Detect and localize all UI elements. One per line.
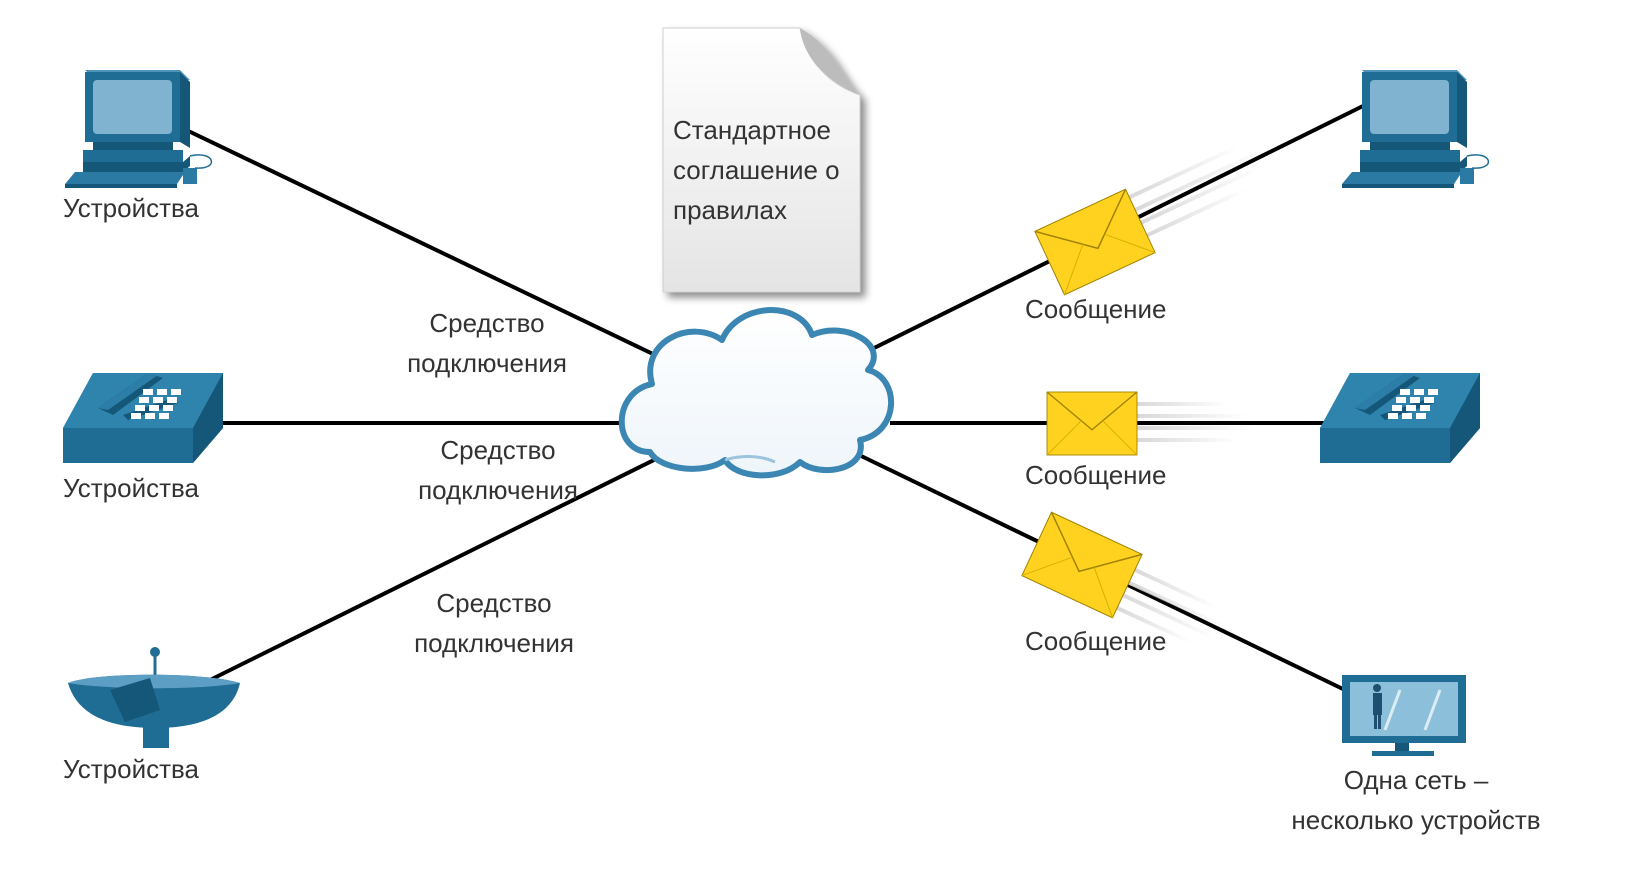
protocol-document-text: Стандартное соглашение о правилах <box>673 110 840 230</box>
medium-label-line: подключения <box>407 348 567 378</box>
document-line: соглашение о <box>673 155 840 185</box>
message-envelope-1 <box>1034 144 1263 296</box>
message-envelope-2 <box>1046 391 1257 456</box>
medium-label: Средство подключения <box>414 583 574 663</box>
medium-label-line: Средство <box>436 588 552 618</box>
medium-label: Средство подключения <box>407 303 567 383</box>
device-label: Устройства <box>63 193 200 223</box>
tv-icon <box>1342 675 1466 756</box>
right-phone-icon <box>1320 373 1480 463</box>
connection-line <box>179 125 656 357</box>
document-line: Стандартное <box>673 115 831 145</box>
medium-label-line: подключения <box>418 475 578 505</box>
caption-line: несколько устройств <box>1291 805 1541 835</box>
medium-label-line: Средство <box>440 435 556 465</box>
medium-label-line: подключения <box>414 628 574 658</box>
caption-line: Одна сеть – <box>1343 765 1489 795</box>
network-caption: Одна сеть – несколько устройств <box>1291 760 1540 840</box>
left-computer-icon <box>64 69 213 189</box>
message-label: Сообщение <box>1025 294 1167 324</box>
medium-label-line: Средство <box>429 308 545 338</box>
medium-label: Средство подключения <box>418 430 578 510</box>
device-label: Устройства <box>63 473 200 503</box>
message-label: Сообщение <box>1025 460 1167 490</box>
message-label: Сообщение <box>1025 626 1167 656</box>
connection-line <box>209 451 669 682</box>
left-phone-icon <box>63 373 223 463</box>
document-line: правилах <box>673 195 787 225</box>
cloud-icon <box>618 307 894 479</box>
right-computer-icon <box>1341 69 1490 189</box>
satellite-dish-icon <box>68 647 240 748</box>
device-label: Устройства <box>63 754 200 784</box>
message-envelope-3 <box>1021 511 1230 644</box>
document-icon <box>662 27 861 293</box>
